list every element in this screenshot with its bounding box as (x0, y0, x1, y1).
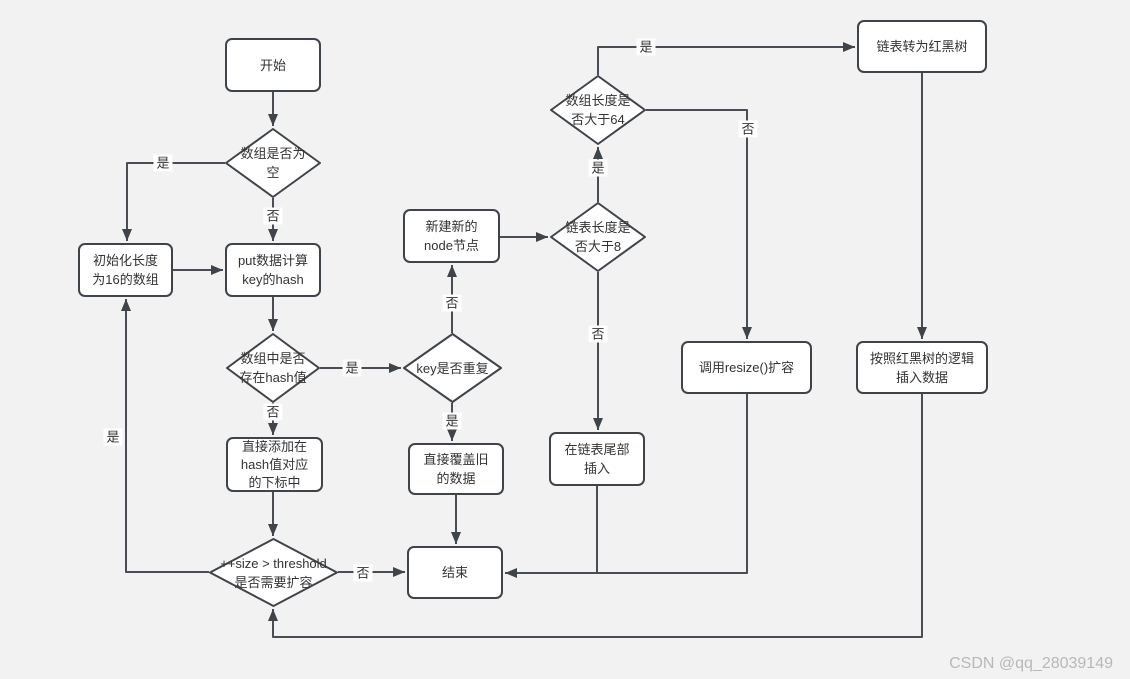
watermark: CSDN @qq_28039149 (949, 655, 1113, 672)
node-init-array: 初始化长度 为16的数组 (78, 243, 173, 297)
edge-arr-len-yes-to-to-rbtree (597, 42, 855, 75)
edge-arr-len-no-to-resize (646, 109, 752, 339)
node-start: 开始 (225, 38, 321, 92)
decision-size-threshold-label: ++size > threshold 是否需要扩容 (220, 555, 327, 590)
diamond-shape (403, 333, 502, 403)
node-resize: 调用resize()扩容 (681, 341, 812, 394)
edge-empty-check-yes-to-init-array (122, 162, 225, 241)
edge-label-key-dup-no: 否 (442, 294, 462, 312)
node-start-label: 开始 (259, 57, 286, 73)
node-to-rbtree: 链表转为红黑树 (857, 20, 987, 73)
diamond-shape (225, 128, 321, 198)
node-end-label: 结束 (441, 565, 468, 580)
node-resize-label: 调用resize()扩容 (698, 360, 795, 375)
diamond-shape (209, 538, 338, 607)
diamond-shape (550, 202, 646, 272)
node-new-node-label: 新建新的 node节点 (424, 219, 479, 253)
decision-array-empty-label: 数组是否为 空 (240, 146, 306, 180)
edge-label-key-dup-yes: 是 (442, 412, 462, 430)
decision-array-length: 数组长度是 否大于64 (550, 75, 646, 145)
edge-label-hash-exists-no: 否 (263, 403, 283, 421)
decision-hash-exists: 数组中是否 存在hash值 (226, 333, 320, 403)
edge-label-size-no: 否 (353, 564, 373, 582)
edge-label-list-length-yes: 是 (588, 159, 608, 177)
node-rbtree-insert-label: 按照红黑树的逻辑 插入数据 (869, 350, 974, 385)
edge-size-check-yes-to-init-array (121, 299, 209, 573)
edge-label-size-yes: 是 (103, 428, 123, 446)
edge-label-hash-exists-yes: 是 (342, 359, 362, 377)
edge-label-array-length-yes: 是 (636, 38, 656, 56)
decision-key-dup-label: key是否重复 (416, 360, 489, 376)
decision-list-length: 链表长度是 否大于8 (550, 202, 646, 272)
edge-rbtree-insert-to-size-check (268, 394, 923, 638)
node-tail-insert-label: 在链表尾部 插入 (564, 442, 630, 476)
decision-hash-exists-label: 数组中是否 存在hash值 (239, 351, 307, 385)
node-overwrite-label: 直接覆盖旧 的数据 (423, 452, 489, 486)
decision-array-empty: 数组是否为 空 (225, 128, 321, 198)
node-put-hash: put数据计算 key的hash (225, 243, 321, 297)
node-add-direct-label: 直接添加在 hash值对应 的下标中 (240, 438, 309, 490)
node-overwrite: 直接覆盖旧 的数据 (408, 443, 504, 495)
node-rbtree-insert: 按照红黑树的逻辑 插入数据 (856, 341, 988, 394)
node-init-array-label: 初始化长度 为16的数组 (92, 253, 159, 287)
decision-key-dup: key是否重复 (403, 333, 502, 403)
decision-array-length-label: 数组长度是 否大于64 (565, 93, 631, 127)
node-tail-insert: 在链表尾部 插入 (549, 432, 645, 486)
diamond-shape (226, 333, 320, 403)
node-end: 结束 (407, 546, 503, 599)
node-add-direct: 直接添加在 hash值对应 的下标中 (226, 437, 323, 492)
edge-label-empty-no: 否 (263, 207, 283, 225)
edge-label-array-length-no: 否 (738, 120, 758, 138)
edge-resize-to-end (505, 394, 748, 578)
decision-size-threshold: ++size > threshold 是否需要扩容 (209, 538, 338, 607)
edge-label-list-length-no: 否 (588, 325, 608, 343)
node-to-rbtree-label: 链表转为红黑树 (876, 39, 968, 54)
node-put-hash-label: put数据计算 key的hash (237, 253, 309, 287)
node-new-node: 新建新的 node节点 (403, 209, 500, 263)
edge-label-empty-yes: 是 (153, 154, 173, 172)
diamond-shape (550, 75, 646, 145)
decision-list-length-label: 链表长度是 否大于8 (565, 220, 631, 254)
